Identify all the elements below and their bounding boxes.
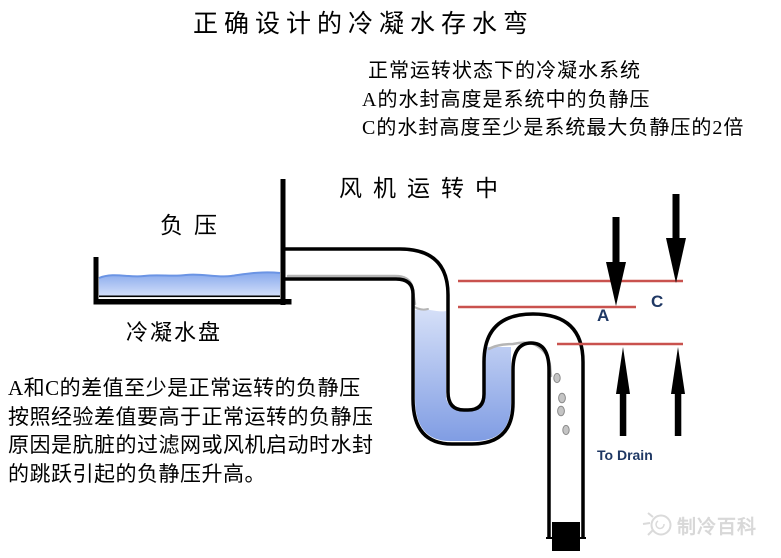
dim-a-down-arrow <box>606 217 626 306</box>
droplet <box>553 372 561 384</box>
note-line: 正常运转状态下的冷凝水系统 <box>368 60 641 82</box>
level-lines <box>458 279 683 346</box>
notes-top-right: 正常运转状态下的冷凝水系统 A的水封高度是系统中的负静压 C的水封高度至少是系统… <box>362 57 744 143</box>
dim-a-up-arrow <box>616 347 630 436</box>
trap-water <box>415 309 511 441</box>
negative-pressure-label: 负压 <box>160 213 228 238</box>
dimension-a-label: A <box>597 306 610 325</box>
pan-left-wall <box>93 257 99 304</box>
dimension-arrows <box>606 194 686 436</box>
dimension-c-label: C <box>651 292 664 311</box>
drain-pan-label: 冷凝水盘 <box>126 320 223 345</box>
pan-inner-bottom-line <box>99 295 280 298</box>
page-title: 正确设计的冷凝水存水弯 <box>193 11 535 38</box>
unit-casing-wall <box>280 179 286 305</box>
droplet <box>562 424 570 436</box>
pipe-wall-outer <box>283 247 585 538</box>
watermark-text: 制冷百科 <box>677 517 758 538</box>
dim-c-down-arrow <box>666 194 686 283</box>
note-line: C的水封高度至少是系统最大负静压的2倍 <box>362 117 745 139</box>
watermark-logo-icon <box>642 512 672 536</box>
note-line: A和C的差值至少是正常运转的负静压 <box>8 376 361 400</box>
notes-bottom-left: A和C的差值至少是正常运转的负静压 按照经验差值要高于正常运转的负静压 原因是肮… <box>8 374 374 488</box>
note-line: 按照经验差值要高于正常运转的负静压 <box>8 404 374 429</box>
drain-end-cap <box>552 522 580 551</box>
condensate-pan <box>93 179 292 305</box>
note-line: 的跳跃引起的负静压升高。 <box>8 461 266 486</box>
to-drain-label: To Drain <box>597 447 653 463</box>
dim-c-up-arrow <box>671 347 685 436</box>
fan-running-label: 风机运转中 <box>339 176 509 201</box>
pan-water-surface <box>98 271 281 279</box>
pan-water <box>99 272 280 297</box>
trickle-line-surface <box>412 305 429 311</box>
p-trap <box>283 247 586 551</box>
falling-droplets <box>553 372 570 436</box>
pan-bottom <box>93 299 292 305</box>
droplet <box>557 405 565 417</box>
pipe-wall-inner <box>283 277 551 538</box>
note-line: 原因是肮脏的过滤网或风机启动时水封 <box>8 433 374 458</box>
droplet <box>558 392 566 404</box>
note-line: A的水封高度是系统中的负静压 <box>362 88 651 111</box>
